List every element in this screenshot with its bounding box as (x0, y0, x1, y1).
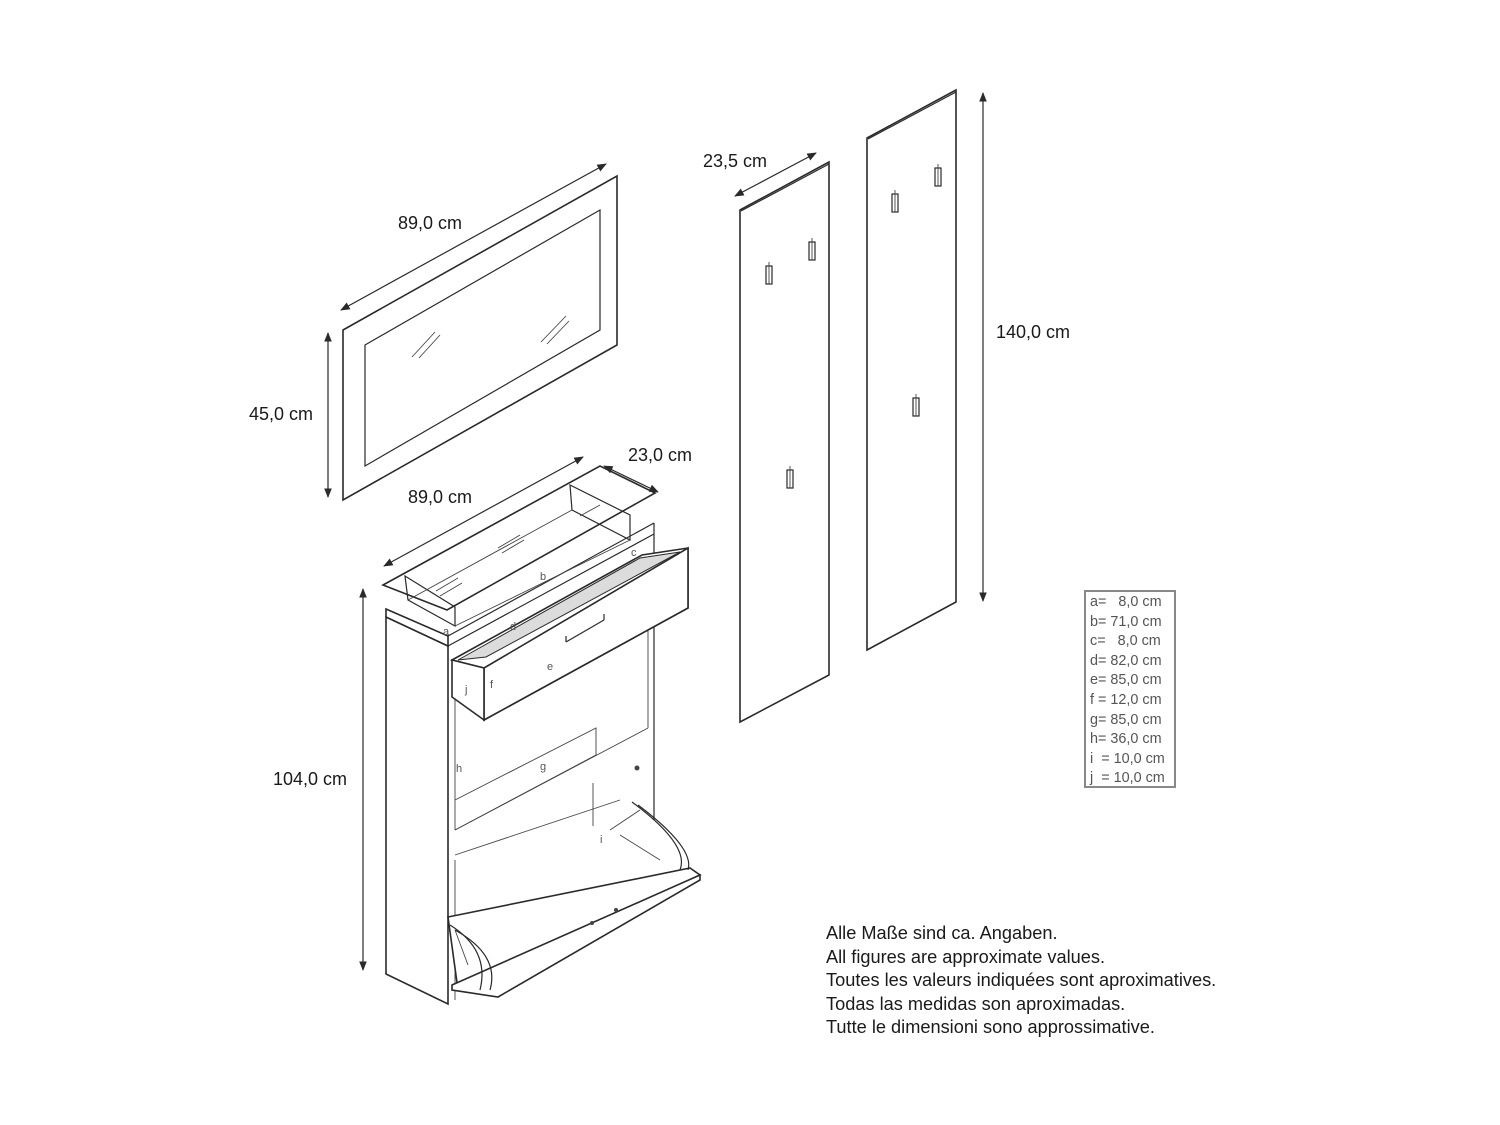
cabinet-width-dimension (383, 456, 584, 567)
shoe-cabinet (381, 465, 702, 1006)
part-label-b: b (540, 571, 546, 583)
coat-panel-left (739, 160, 830, 724)
legend-row-i: i = 10,0 cm (1090, 750, 1165, 767)
mirror (342, 174, 618, 502)
part-label-f: f (490, 679, 494, 691)
coat-hook-icon (912, 394, 920, 417)
part-label-g: g (540, 761, 546, 773)
part-label-h: h (456, 763, 462, 775)
mirror-width-dimension (340, 163, 607, 311)
cabinet-depth-label: 23,0 cm (628, 445, 692, 465)
coat-hook-icon (891, 190, 899, 213)
cabinet-height-label: 104,0 cm (273, 769, 347, 789)
legend-row-j: j = 10,0 cm (1090, 770, 1165, 787)
part-label-j: j (464, 684, 467, 696)
panel-height-label: 140,0 cm (996, 322, 1070, 342)
note-italian: Tutte le dimensioni sono approssimative. (826, 1017, 1155, 1038)
note-french: Toutes les valeurs indiquées sont aproxi… (826, 970, 1217, 991)
knob-icon (634, 765, 640, 771)
approximate-values-note: Alle Maße sind ca. Angaben. All figures … (826, 922, 1286, 1040)
coat-hook-icon (765, 262, 773, 285)
cabinet-width-label: 89,0 cm (408, 487, 472, 507)
dimension-legend: a= 8,0 cm b= 71,0 cm c= 8,0 cm d= 82,0 c… (1084, 590, 1176, 788)
mirror-height-label: 45,0 cm (249, 404, 313, 424)
legend-row-h: h= 36,0 cm (1090, 731, 1162, 748)
legend-row-d: d= 82,0 cm (1090, 652, 1162, 669)
coat-hook-icon (786, 466, 794, 489)
part-label-c: c (631, 547, 637, 559)
part-label-d: d (510, 621, 516, 633)
coat-panel-right (866, 88, 957, 652)
part-label-a: a (443, 626, 450, 638)
legend-row-c: c= 8,0 cm (1090, 633, 1161, 650)
part-label-i: i (600, 834, 602, 846)
legend-row-b: b= 71,0 cm (1090, 613, 1162, 630)
legend-row-a: a= 8,0 cm (1090, 594, 1162, 610)
note-german: Alle Maße sind ca. Angaben. (826, 923, 1058, 943)
coat-hook-icon (808, 238, 816, 261)
note-spanish: Todas las medidas son aproximadas. (826, 993, 1126, 1014)
legend-row-e: e= 85,0 cm (1090, 672, 1162, 689)
mirror-width-label: 89,0 cm (398, 213, 462, 233)
note-english: All figures are approximate values. (826, 946, 1106, 967)
drawer-handle-icon (565, 614, 605, 643)
panel-width-label: 23,5 cm (703, 151, 767, 171)
cabinet-depth-dimension (603, 465, 659, 493)
legend-row-g: g= 85,0 cm (1090, 711, 1162, 728)
coat-hook-icon (934, 164, 942, 187)
legend-row-f: f = 12,0 cm (1090, 691, 1162, 708)
glass-reflection-icon (411, 315, 570, 359)
part-label-e: e (547, 661, 553, 673)
panel-width-dimension (734, 152, 817, 197)
